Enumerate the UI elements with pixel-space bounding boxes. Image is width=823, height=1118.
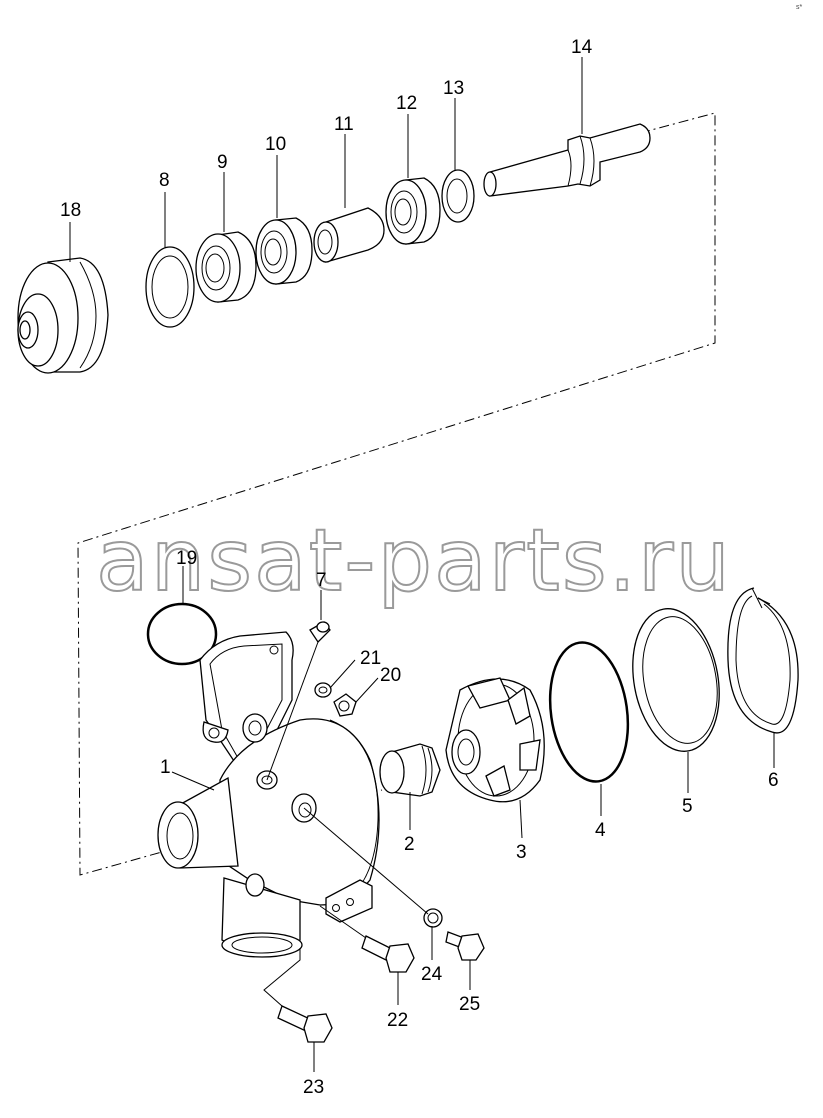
callout-5: 5 bbox=[682, 796, 693, 817]
part-10-bearing bbox=[255, 217, 313, 285]
callout-6: 6 bbox=[768, 770, 779, 791]
part-9-bearing bbox=[195, 231, 257, 303]
callout-3: 3 bbox=[516, 842, 527, 863]
callout-14: 14 bbox=[571, 37, 593, 58]
corner-mark: s* bbox=[796, 4, 803, 11]
part-14-shaft bbox=[483, 123, 651, 197]
callout-9: 9 bbox=[217, 152, 228, 173]
callout-20: 20 bbox=[380, 665, 401, 686]
leader-lines bbox=[69, 57, 775, 1072]
part-6-snap-ring bbox=[727, 587, 799, 734]
part-12-bearing bbox=[385, 177, 441, 245]
part-22-bolt bbox=[361, 935, 415, 973]
part-1-pump-housing bbox=[157, 631, 380, 958]
callout-23: 23 bbox=[303, 1077, 324, 1098]
callout-7: 7 bbox=[316, 570, 327, 591]
part-25-plug bbox=[445, 931, 485, 961]
part-19-o-ring bbox=[146, 602, 218, 666]
callout-10: 10 bbox=[265, 134, 286, 155]
callout-11: 11 bbox=[334, 114, 354, 135]
callout-8: 8 bbox=[159, 170, 170, 191]
callout-2: 2 bbox=[404, 834, 415, 855]
part-21-washer bbox=[314, 682, 332, 698]
callout-25: 25 bbox=[459, 994, 480, 1015]
callout-12: 12 bbox=[396, 93, 417, 114]
callout-19: 19 bbox=[176, 548, 197, 569]
callout-1: 1 bbox=[160, 757, 171, 778]
callout-22: 22 bbox=[387, 1010, 408, 1031]
part-3-impeller bbox=[445, 677, 545, 803]
callout-24: 24 bbox=[421, 964, 443, 985]
part-7-grease-nipple bbox=[309, 621, 331, 644]
part-24-washer bbox=[423, 908, 443, 928]
part-5-band bbox=[632, 608, 720, 752]
part-13-ring bbox=[441, 169, 475, 223]
callout-4: 4 bbox=[595, 820, 606, 841]
callout-labels: 18 8 9 10 11 12 13 14 19 7 21 20 1 2 3 4… bbox=[60, 37, 779, 1098]
part-4-o-ring bbox=[548, 641, 630, 783]
part-8-washer bbox=[145, 246, 195, 328]
callout-18: 18 bbox=[60, 200, 81, 221]
part-11-spacer-sleeve bbox=[313, 207, 385, 263]
assembly-boundary-line bbox=[77, 112, 716, 876]
part-20-nut bbox=[333, 693, 357, 717]
watermark-text: ansat-parts.ru bbox=[96, 511, 732, 611]
part-23-bolt bbox=[277, 1005, 333, 1043]
callout-13: 13 bbox=[443, 78, 464, 99]
part-18-pulley-hub bbox=[17, 257, 109, 374]
part-2-seal bbox=[379, 743, 441, 797]
callout-21: 21 bbox=[360, 648, 381, 669]
